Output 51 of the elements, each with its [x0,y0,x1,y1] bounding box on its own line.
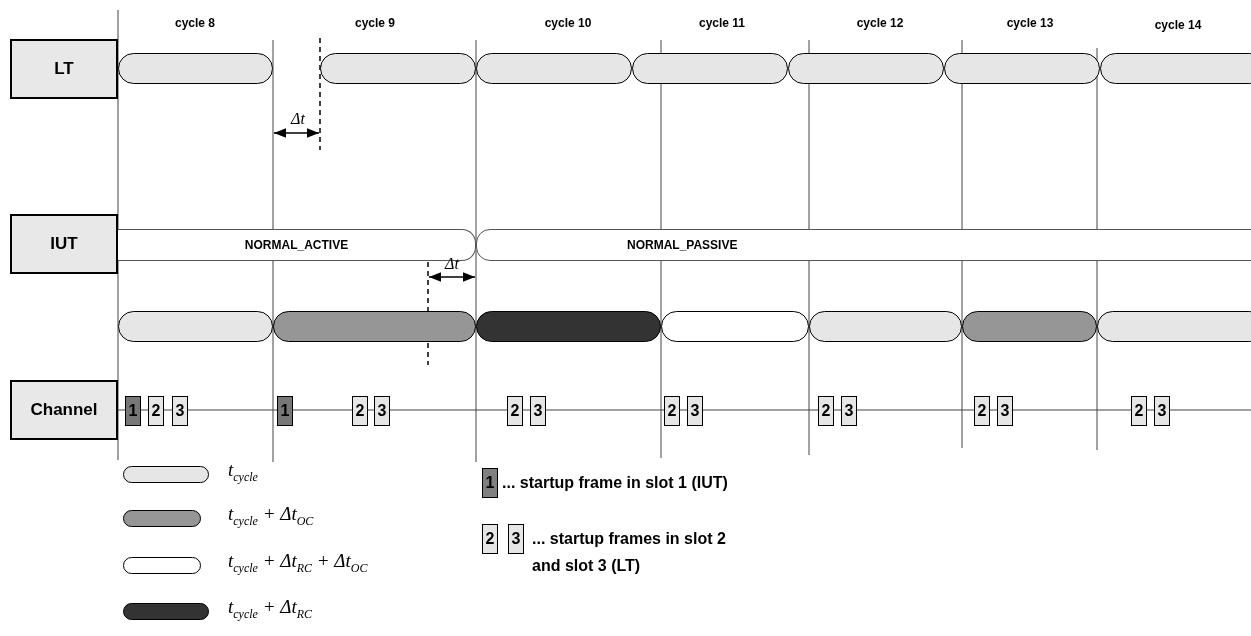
frame-box: 1 [125,396,141,426]
cycle-label: cycle 11 [698,16,746,30]
cycle-bar [944,53,1100,84]
frame-box: 2 [974,396,990,426]
legend-text: t$_{cycle}$ + Δt$_{OC}$ [228,503,314,529]
cycle-bar [476,311,661,342]
cycle-bar [661,311,809,342]
cycle-label: cycle 10 [544,16,592,30]
dimension-label: Δt [291,110,305,128]
cycle-bar [962,311,1097,342]
cycle-label: cycle 8 [175,16,215,30]
frame-box: 2 [148,396,164,426]
legend-text: t$_{cycle}$ + Δt$_{RC}$ + Δt$_{OC}$ [228,550,368,576]
frame-box: 1 [277,396,293,426]
legend-swatch: 2 [482,524,498,554]
frame-box: 3 [841,396,857,426]
cycle-bar [809,311,962,342]
cycle-bar [118,311,273,342]
frame-box: 3 [997,396,1013,426]
cycle-label: cycle 9 [355,16,395,30]
frame-box: 3 [687,396,703,426]
cycle-bar [273,311,476,342]
frame-box: 2 [1131,396,1147,426]
cycle-bar [476,53,632,84]
row-label-box: IUT [10,214,118,274]
cycle-bar [788,53,944,84]
row-label-box: LT [10,39,118,99]
state-bar: NORMAL_PASSIVE [476,229,1251,261]
legend-swatch: 1 [482,468,498,498]
legend-text: t$_{cycle}$ + Δt$_{RC}$ [228,596,313,622]
frame-box: 2 [818,396,834,426]
cycle-label: cycle 13 [1006,16,1054,30]
cycle-bar [320,53,476,84]
legend-text: ... startup frame in slot 1 (IUT) [502,473,729,493]
frame-box: 3 [1154,396,1170,426]
frame-box: 2 [352,396,368,426]
cycle-label: cycle 14 [1154,18,1202,32]
frame-box: 3 [172,396,188,426]
frame-box: 2 [507,396,523,426]
legend-text: t$_{cycle}$ [228,459,258,485]
cycle-bar [1097,311,1251,342]
cycle-bar [632,53,788,84]
frame-box: 3 [374,396,390,426]
cycle-bar [1100,53,1251,84]
frame-box: 2 [664,396,680,426]
cycle-label: cycle 12 [856,16,904,30]
cycle-bar [118,53,273,84]
frame-box: 3 [530,396,546,426]
legend-text: ... startup frames in slot 2 and slot 3 (LT) [532,529,727,576]
legend-swatch: 3 [508,524,524,554]
row-label-box: Channel [10,380,118,440]
